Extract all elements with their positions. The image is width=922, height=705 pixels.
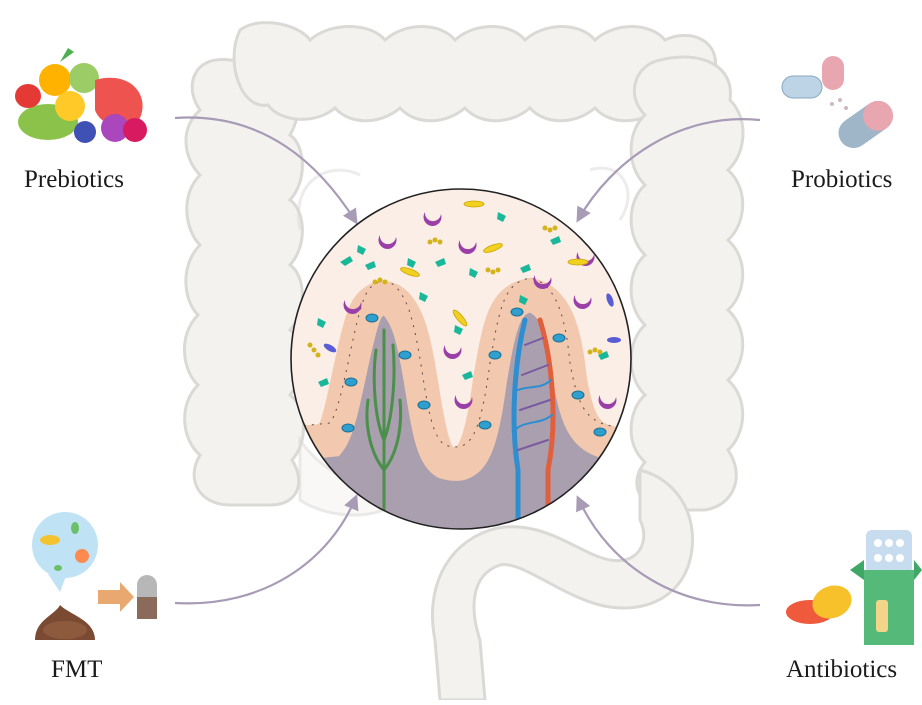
- stool-to-capsule-icon: [32, 512, 157, 640]
- label-antibiotics: Antibiotics: [786, 656, 897, 684]
- label-prebiotics: Prebiotics: [24, 166, 124, 194]
- fruits-vegetables-icon: [15, 48, 147, 143]
- label-probiotics: Probiotics: [791, 166, 892, 194]
- capsules-icon: [782, 56, 899, 154]
- label-fmt: FMT: [51, 656, 102, 684]
- pills-box-icon: [786, 530, 922, 645]
